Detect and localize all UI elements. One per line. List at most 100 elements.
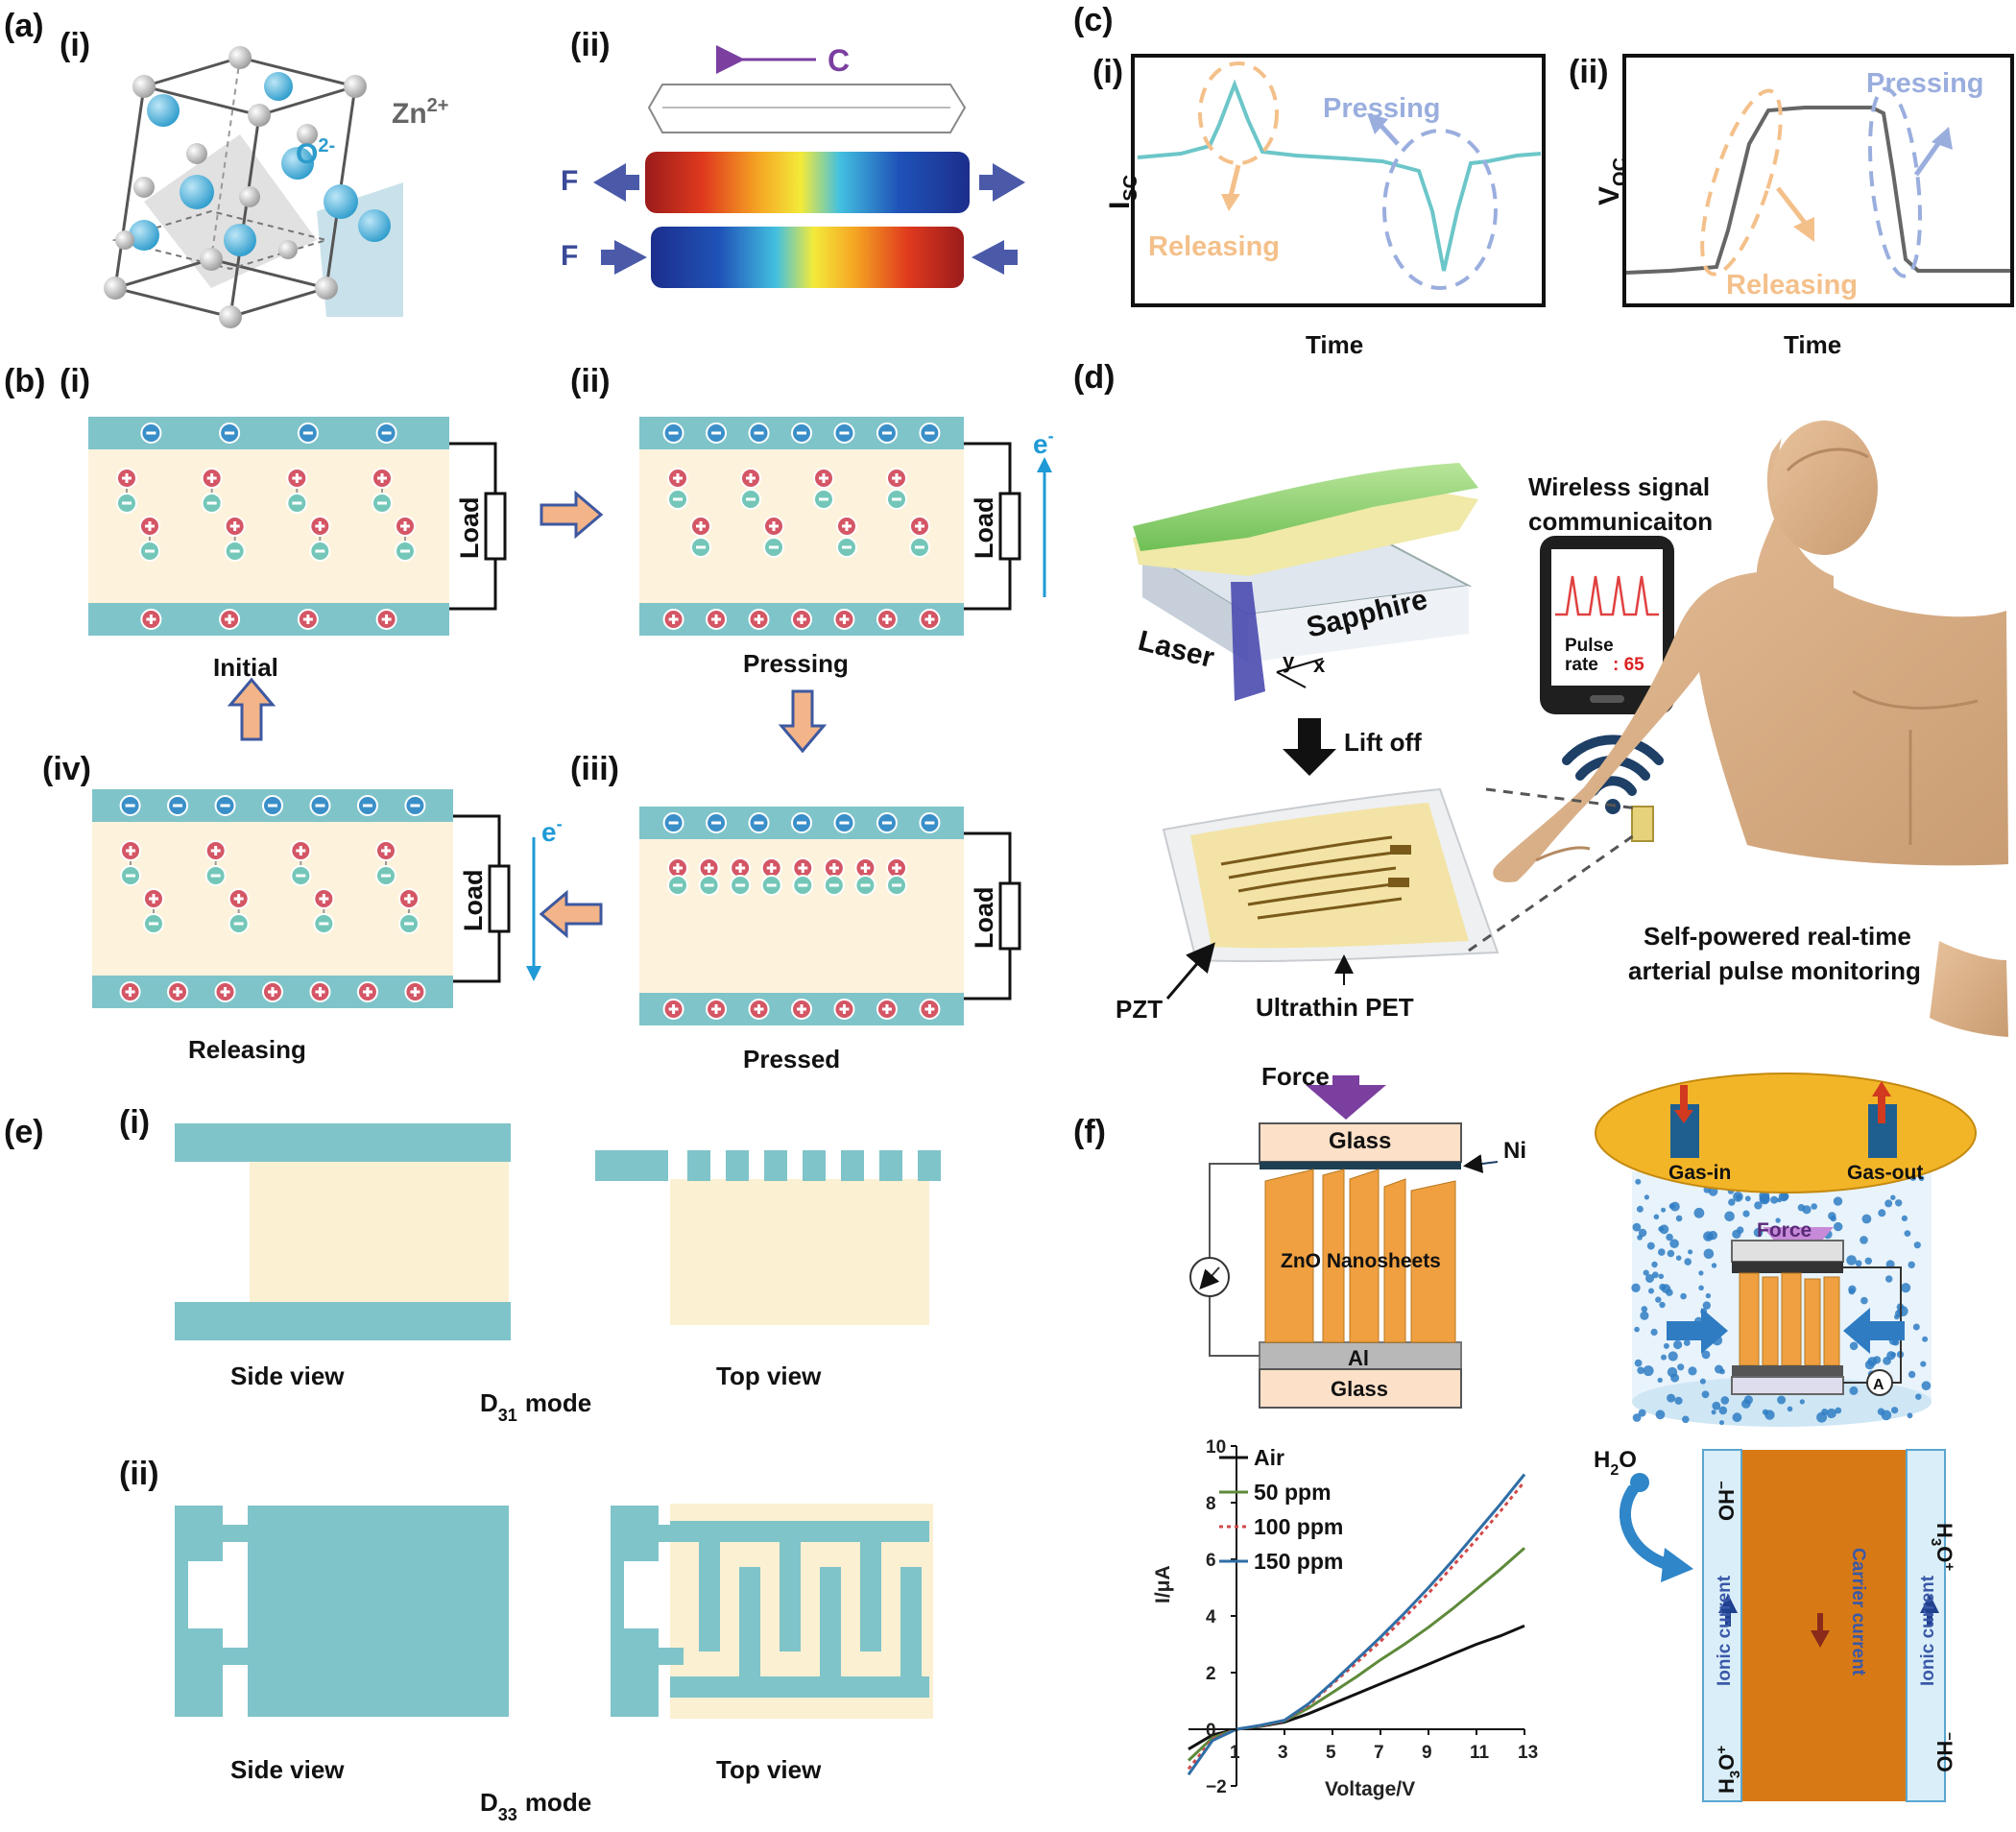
sublabel-c-i: (i) bbox=[1092, 54, 1123, 90]
laser-beam bbox=[1231, 582, 1265, 701]
cycle-arrow-up bbox=[227, 677, 276, 741]
force-label-top: F bbox=[561, 165, 578, 197]
d31-top-view-label: Top view bbox=[716, 1362, 822, 1390]
gas-in-label: Gas-in bbox=[1668, 1162, 1731, 1184]
d33-top-view-label: Top view bbox=[716, 1755, 822, 1784]
panel-label-e: (e) bbox=[4, 1114, 44, 1150]
d33-top-view bbox=[611, 1504, 933, 1719]
wrist-sensor-patch bbox=[1631, 806, 1654, 842]
isc-signal-curve bbox=[1137, 79, 1542, 272]
cycle-arrow-down bbox=[778, 689, 828, 754]
o-ion-label: O2- bbox=[296, 135, 335, 170]
chart-x-tick-label: 5 bbox=[1326, 1743, 1336, 1763]
gas-out-label: Gas-out bbox=[1847, 1162, 1923, 1184]
d31-side-view bbox=[175, 1123, 511, 1340]
panel-d: (d) Laser Sapphire y x Lift off bbox=[1073, 359, 2008, 1037]
gas-chamber-illustration bbox=[1595, 1073, 1977, 1427]
compress-arrow-right bbox=[972, 240, 1004, 275]
self-powered-label-line1: Self-powered real-time bbox=[1644, 922, 1911, 951]
ionic-current-label-left: Ionic current bbox=[1715, 1575, 1735, 1686]
pressing-dip-circle bbox=[1382, 129, 1498, 290]
chart-y-tick-label: 4 bbox=[1206, 1607, 1216, 1627]
sublabel-a-ii: (ii) bbox=[570, 27, 611, 63]
d31-side-view-label: Side view bbox=[230, 1362, 345, 1390]
pulse-rate-value: : 65 bbox=[1613, 655, 1644, 675]
legend-label-3: 150 ppm bbox=[1254, 1549, 1343, 1574]
axis-x-label: x bbox=[1313, 653, 1326, 677]
ammeter-label: A bbox=[1873, 1377, 1884, 1393]
load-label: Load bbox=[455, 497, 484, 560]
h3o-plus-top-label: H3O+ bbox=[1928, 1523, 1957, 1571]
human-torso-illustration bbox=[1493, 421, 2008, 1037]
wireless-label-line2: communicaiton bbox=[1528, 507, 1713, 536]
electron-label: e- bbox=[541, 814, 563, 847]
time-label-c-i: Time bbox=[1306, 330, 1363, 359]
sublabel-b-iv: (iv) bbox=[42, 751, 91, 787]
ni-label: Ni bbox=[1503, 1138, 1526, 1164]
h3o-plus-bottom-label: H3O+ bbox=[1714, 1746, 1743, 1794]
glass-top-label: Glass bbox=[1329, 1128, 1391, 1154]
sublabel-e-ii: (ii) bbox=[119, 1456, 159, 1492]
load-label: Load bbox=[970, 887, 998, 950]
ho-minus-bottom-label: −HO bbox=[1932, 1732, 1957, 1772]
panel-label-a: (a) bbox=[4, 8, 44, 44]
cycle-arrow-right bbox=[540, 490, 604, 540]
d33-side-view bbox=[175, 1506, 509, 1717]
load-label: Load bbox=[970, 497, 998, 560]
force-label-bottom: F bbox=[561, 240, 578, 272]
chamber-force-label: Force bbox=[1757, 1219, 1812, 1241]
sublabel-b-iii: (iii) bbox=[570, 751, 619, 787]
rate-label: rate bbox=[1565, 655, 1598, 675]
pzt-label: PZT bbox=[1116, 995, 1163, 1024]
time-label-c-ii: Time bbox=[1784, 330, 1841, 359]
releasing-peak-circle bbox=[1198, 61, 1279, 165]
chart-y-tick-label: 10 bbox=[1206, 1437, 1226, 1458]
zoom-guide-line-top bbox=[1485, 787, 1639, 810]
panel-label-b: (b) bbox=[4, 363, 45, 399]
wireless-label-line1: Wireless signal bbox=[1528, 472, 1710, 501]
chart-x-tick-label: 1 bbox=[1230, 1743, 1240, 1763]
pet-label: Ultrathin PET bbox=[1256, 993, 1414, 1022]
chart-y-tick-label: 2 bbox=[1206, 1664, 1216, 1684]
zno-sensor-schematic bbox=[1189, 1075, 1499, 1409]
state-initial-label: Initial bbox=[213, 653, 278, 682]
panel-label-f: (f) bbox=[1073, 1114, 1106, 1150]
zn-ion-label: Zn2+ bbox=[392, 95, 448, 130]
pressing-label-c-ii: Pressing bbox=[1866, 68, 1984, 99]
sublabel-b-ii: (ii) bbox=[570, 363, 611, 399]
voc-pressing-circle bbox=[1868, 86, 1922, 278]
film-on-sapphire bbox=[1133, 463, 1478, 576]
panel-a: (a) (i) bbox=[4, 8, 1025, 328]
xy-axis-indicator bbox=[1276, 658, 1324, 688]
sublabel-a-i: (i) bbox=[60, 27, 90, 63]
oh-minus-label: OH− bbox=[1714, 1481, 1739, 1521]
panel-label-c: (c) bbox=[1073, 2, 1114, 38]
isc-axis-label: ISC bbox=[1104, 175, 1141, 209]
sublabel-c-ii: (ii) bbox=[1569, 54, 1609, 90]
panel-f: (f) Force Glass Ni ZnO Nanosheets A bbox=[1073, 1062, 1977, 1802]
ionic-current-label-right: Ionic current bbox=[1918, 1575, 1938, 1686]
chart-y-tick-label: −2 bbox=[1206, 1777, 1227, 1797]
series-line-3 bbox=[1187, 1473, 1526, 1776]
unstrained-nanowire bbox=[647, 84, 967, 133]
wurtzite-crystal-illustration bbox=[104, 46, 403, 328]
chart-x-tick-label: 9 bbox=[1422, 1743, 1432, 1763]
compressed-nanowire bbox=[651, 227, 964, 288]
series-line-2 bbox=[1187, 1480, 1526, 1771]
series-line-0 bbox=[1188, 1624, 1525, 1750]
chart-x-tick-label: 11 bbox=[1470, 1743, 1490, 1763]
zno-nanosheets-label: ZnO Nanosheets bbox=[1281, 1250, 1441, 1272]
state-pressed-label: Pressed bbox=[743, 1045, 840, 1073]
pulse-label: Pulse bbox=[1565, 636, 1614, 656]
voc-signal-curve bbox=[1625, 106, 2010, 275]
al-label: Al bbox=[1348, 1346, 1369, 1370]
state-releasing-label: Releasing bbox=[188, 1035, 306, 1064]
stretch-arrow-right bbox=[993, 163, 1025, 202]
isc-plot-frame bbox=[1131, 54, 1546, 307]
chart-y-tick-label: 6 bbox=[1206, 1551, 1216, 1571]
electron-label: e- bbox=[1033, 426, 1054, 459]
